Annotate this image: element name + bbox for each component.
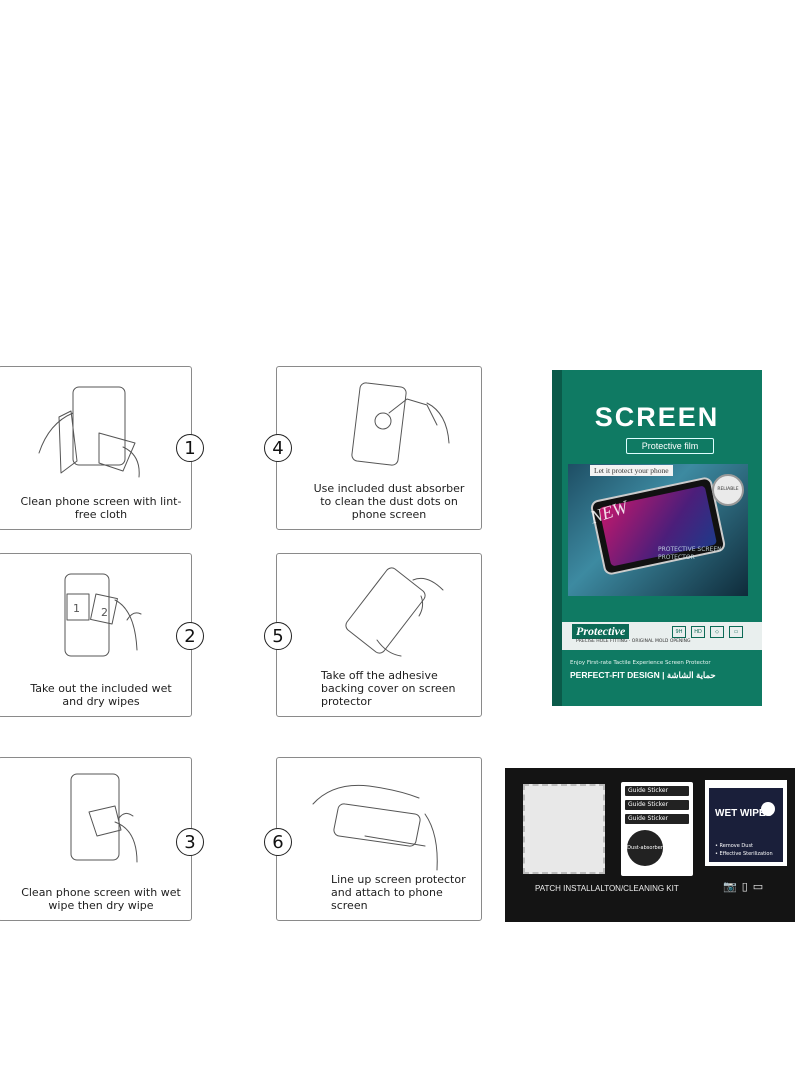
guide-stickers-sheet: Guide Sticker Guide Sticker Guide Sticke… <box>621 782 693 876</box>
step-caption: Line up screen protector and attach to p… <box>331 873 466 912</box>
wipes-illustration: 1 2 <box>64 573 142 657</box>
guide-sticker: Guide Sticker <box>625 800 689 810</box>
wipes-feature: • Remove Dust <box>715 843 754 849</box>
step-caption: Take out the included wet and dry wipes <box>30 682 172 708</box>
step-card-5: Take off the adhesive backing cover on s… <box>276 553 482 717</box>
box-title: SCREEN <box>594 402 720 432</box>
phone-cloth-illustration <box>38 386 140 478</box>
dust-absorber: Dust-absorber <box>627 830 663 866</box>
reliable-seal-icon: RELIABLE <box>712 474 744 506</box>
box-footer-small: Enjoy First-rate Tactile Experience Scre… <box>570 660 711 666</box>
box-feature-band: Protective PRECISE HOLE FITTING · ORIGIN… <box>562 622 762 650</box>
kit-label: PATCH INSTALLALTON/CLEANING KIT <box>535 884 679 893</box>
box-side-panel <box>552 370 562 706</box>
screen-protector-box: SCREEN Protective film Let it protect yo… <box>552 370 762 706</box>
diamond-icon: ◇ <box>710 626 724 638</box>
step-number-4: 4 <box>264 434 292 462</box>
screen-icon: ▭ <box>729 626 743 638</box>
svg-text:1: 1 <box>73 602 80 615</box>
box-feature-icons: 9H HD ◇ ▭ <box>672 626 743 638</box>
step-card-6: Line up screen protector and attach to p… <box>276 757 482 921</box>
step-card-2: 1 2 Take out the included wet and dry wi… <box>0 553 192 717</box>
step-caption: Use included dust absorber to clean the … <box>313 482 465 521</box>
step-caption: Take off the adhesive backing cover on s… <box>321 669 456 708</box>
svg-text:2: 2 <box>101 606 108 619</box>
cleaning-kit-pouch: Guide Sticker Guide Sticker Guide Sticke… <box>505 768 795 922</box>
hd-icon: HD <box>691 626 705 638</box>
attach-protector-illustration <box>312 784 438 871</box>
box-footer-main: PERFECT-FIT DESIGN | حماية الشاشة <box>570 670 716 680</box>
step-card-4: Use included dust absorber to clean the … <box>276 366 482 530</box>
guide-sticker: Guide Sticker <box>625 814 689 824</box>
step-number-3: 3 <box>176 828 204 856</box>
box-product-photo: Let it protect your phone NEW PROTECTIVE… <box>568 464 748 596</box>
step-number-1: 1 <box>176 434 204 462</box>
step-number-5: 5 <box>264 622 292 650</box>
box-photo-watermark: PROTECTIVE SCREEN PROTECTOR <box>658 546 722 561</box>
cleaning-cloth <box>523 784 605 874</box>
hand-icon <box>761 802 775 816</box>
wet-wipes-packet: WET WIPES • Remove Dust • Effective Ster… <box>705 780 787 866</box>
step-card-3: Clean phone screen with wet wipe then dr… <box>0 757 192 921</box>
peel-backing-illustration <box>345 567 444 657</box>
step-card-1: Clean phone screen with lint-free cloth <box>0 366 192 530</box>
box-subtitle: Protective film <box>626 438 714 454</box>
dust-absorber-illustration <box>351 382 450 466</box>
box-band-title: Protective <box>572 624 630 639</box>
box-tagline: Let it protect your phone <box>590 465 673 476</box>
step-caption: Clean phone screen with lint-free cloth <box>20 495 182 521</box>
box-band-small: PRECISE HOLE FITTING · ORIGINAL MOLD OPE… <box>576 639 691 644</box>
wipes-feature: • Effective Sterilization <box>715 851 773 857</box>
step-number-6: 6 <box>264 828 292 856</box>
step-number-2: 2 <box>176 622 204 650</box>
wet-wipe-illustration <box>70 773 138 863</box>
wet-wipes-title: WET WIPES <box>715 808 773 819</box>
guide-sticker: Guide Sticker <box>625 786 689 796</box>
hardness-icon: 9H <box>672 626 686 638</box>
device-icons: 📷▯▭ <box>723 880 769 893</box>
step-caption: Clean phone screen with wet wipe then dr… <box>21 886 181 912</box>
